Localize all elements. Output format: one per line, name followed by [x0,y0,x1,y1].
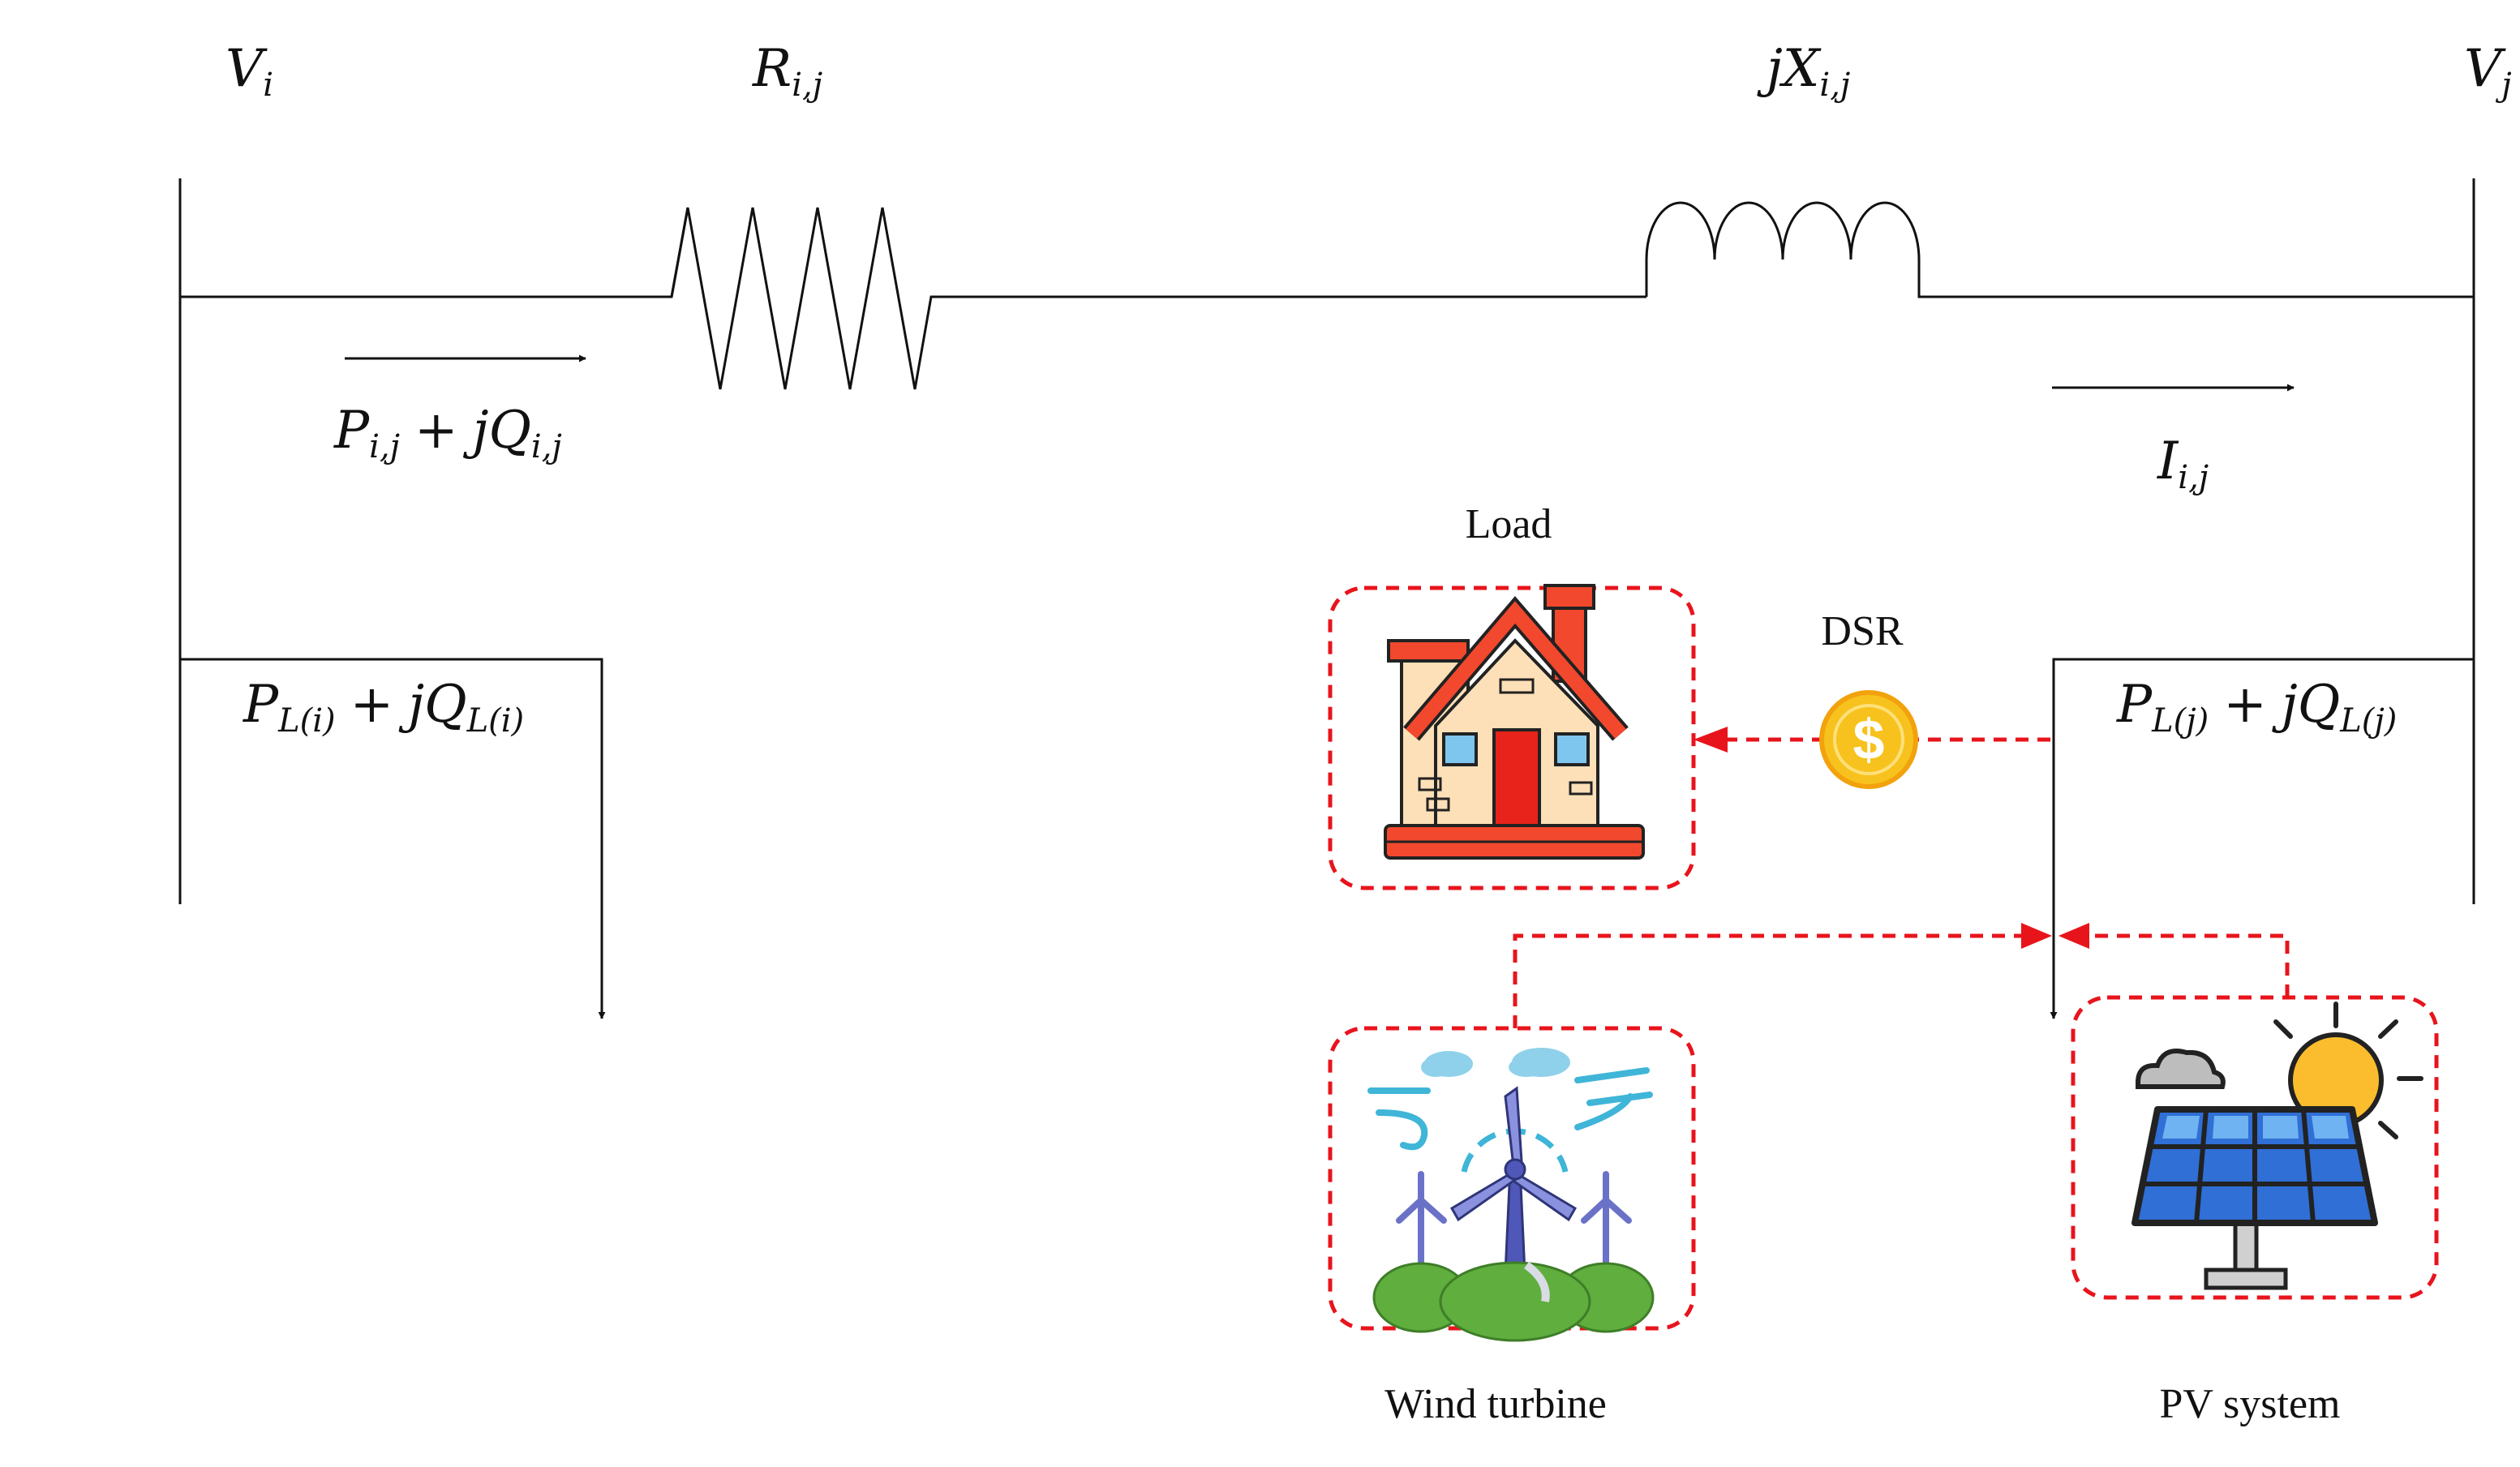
pv-system-label: PV system [2160,1381,2341,1427]
math-labels: Vi Ri,j jXi,j Vj Pi,j+jQi,j Ii,j PL(i)+j… [225,39,2512,740]
dsr-label: DSR [1821,608,1903,654]
pv-feed-line [2083,933,2290,997]
resistance-label: Ri,j [752,39,822,104]
voltage-i-label: Vi [225,39,273,104]
house-icon [1384,584,1645,860]
dashed-flows [1513,727,2290,1028]
inductor-symbol [1645,201,2474,298]
load-i-label: PL(i)+jQL(i) [243,675,524,740]
load-label: Load [1466,501,1552,547]
component-boxes [1328,586,2439,1331]
dsr-arrowhead [1694,727,1728,753]
resistor-symbol [670,207,689,298]
load-box [1328,586,1696,890]
dsr-coin-symbol: $ [1853,708,1885,771]
circuit [178,178,2475,1019]
load-j-label: PL(j)+jQL(j) [2116,675,2397,740]
load-i-tap [180,658,606,1019]
solar-panel-icon [2131,1002,2423,1290]
voltage-j-label: Vj [2464,39,2512,104]
pv-box [2071,995,2439,1300]
wind-feed-arrowhead [2021,923,2052,949]
branch-line [180,207,1646,390]
wind-turbine-icon [1367,1048,1655,1342]
dsr-coin-icon: $ [1819,690,1918,789]
power-flow-label: Pi,j+jQi,j [333,401,562,465]
reactance-label: jXi,j [1757,39,1850,104]
load-j-tap [2050,658,2474,1019]
pv-feed-arrowhead [2059,923,2089,949]
current-label: Ii,j [2157,431,2209,496]
wind-turbine-label: Wind turbine [1384,1381,1607,1427]
wind-feed-line [1513,933,2028,1028]
wind-box [1328,1026,1696,1331]
